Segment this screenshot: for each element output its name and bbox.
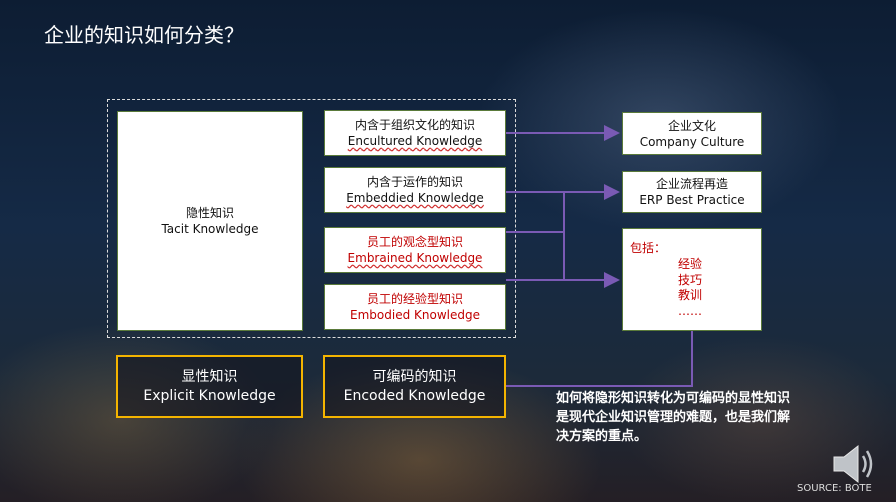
tacit-en: Tacit Knowledge [161,222,259,236]
embodied-en: Embodied Knowledge [350,308,480,322]
embrained-en: Embrained Knowledge [347,251,483,265]
includes-box: 包括： 经验 技巧 教训 …… [622,228,762,331]
embodied-zh: 员工的经验型知识 [366,292,463,306]
erp-box: 企业流程再造 ERP Best Practice [622,171,762,213]
includes-item: …… [678,303,702,318]
includes-item: 经验 [678,257,703,271]
explicit-en: Explicit Knowledge [143,387,276,404]
encoded-zh: 可编码的知识 [372,368,457,385]
includes-item: 教训 [678,288,703,302]
includes-label: 包括： [630,241,667,255]
embedded-knowledge-box: 内含于运作的知识 Embeddied Knowledge [324,167,506,213]
tacit-zh: 隐性知识 [185,206,234,220]
explicit-knowledge-box: 显性知识 Explicit Knowledge [116,355,303,418]
source-credit: SOURCE: BOTE [797,483,872,494]
embedded-zh: 内含于运作的知识 [366,175,463,189]
encultured-zh: 内含于组织文化的知识 [354,118,475,132]
tacit-knowledge-box: 隐性知识 Tacit Knowledge [117,111,303,331]
embrained-zh: 员工的观念型知识 [366,235,463,249]
erp-en: ERP Best Practice [639,193,745,207]
company-culture-box: 企业文化 Company Culture [622,112,762,155]
encultured-en: Encultured Knowledge [347,134,483,148]
return-line [506,331,693,387]
culture-en: Company Culture [639,134,745,149]
includes-item: 技巧 [678,272,703,287]
erp-zh: 企业流程再造 [655,177,728,191]
embrained-knowledge-box: 员工的观念型知识 Embrained Knowledge [324,227,506,273]
key-note: 如何将隐形知识转化为可编码的显性知识是现代企业知识管理的难题，也是我们解决方案的… [556,391,791,444]
page-title: 企业的知识如何分类？ [44,23,244,47]
explicit-zh: 显性知识 [181,368,238,385]
encoded-en: Encoded Knowledge [343,387,486,404]
embodied-knowledge-box: 员工的经验型知识 Embodied Knowledge [324,284,506,330]
includes-list: 经验 技巧 教训 …… [678,257,702,319]
encoded-knowledge-box: 可编码的知识 Encoded Knowledge [323,355,506,418]
speaker-icon[interactable] [830,442,878,490]
tacit-group-outline [107,99,516,338]
culture-zh: 企业文化 [667,118,716,133]
bracket-line [506,191,565,281]
encultured-knowledge-box: 内含于组织文化的知识 Encultured Knowledge [324,110,506,156]
embedded-en: Embeddied Knowledge [346,191,484,205]
